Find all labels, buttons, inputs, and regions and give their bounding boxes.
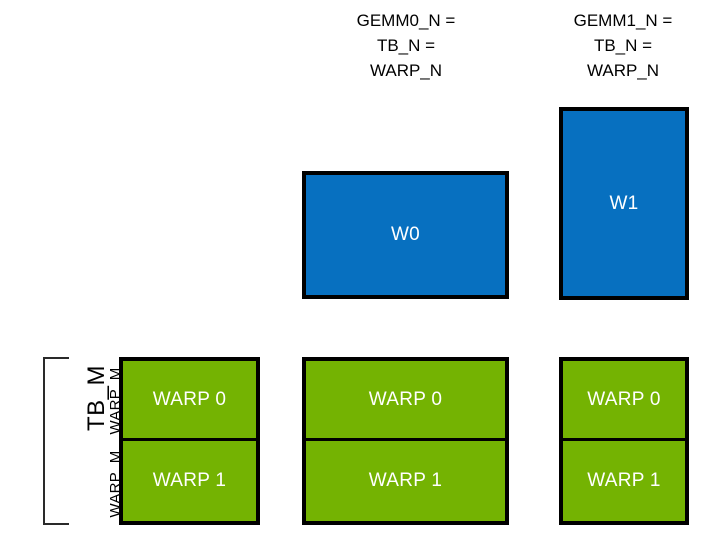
warp-cell-col1-warp0[interactable]: WARP 0 (306, 361, 505, 441)
warp-column-2: WARP 0 WARP 1 (559, 357, 689, 525)
warp-cell-label: WARP 0 (152, 388, 227, 410)
warp-tile-w0[interactable]: W0 (302, 171, 509, 299)
warp-cell-col0-warp0[interactable]: WARP 0 (123, 361, 256, 441)
warp-cell-col2-warp1[interactable]: WARP 1 (563, 441, 685, 521)
warp-tile-w1-label: W1 (609, 192, 639, 214)
warp-cell-col2-warp0[interactable]: WARP 0 (563, 361, 685, 441)
warp-cell-label: WARP 0 (587, 388, 661, 410)
warp-cell-col1-warp1[interactable]: WARP 1 (306, 441, 505, 521)
column-caption-gemm0: GEMM0_N = TB_N = WARP_N (356, 11, 456, 80)
warp-tile-w0-label: W0 (390, 224, 421, 245)
warp-column-0: WARP 0 WARP 1 (119, 357, 260, 525)
warp-cell-label: WARP 0 (368, 388, 443, 410)
warp-column-1: WARP 0 WARP 1 (302, 357, 509, 525)
tb-m-bracket: TB_M (43, 357, 110, 525)
warp-tile-w1[interactable]: W1 (559, 107, 689, 300)
column-caption-gemm1: GEMM1_N = TB_N = WARP_N (573, 11, 673, 80)
warp-cell-label: WARP 1 (587, 470, 661, 491)
warp-cell-label: WARP 1 (152, 470, 227, 491)
warp-cell-label: WARP 1 (368, 470, 443, 491)
warp-cell-col0-warp1[interactable]: WARP 1 (123, 441, 256, 521)
